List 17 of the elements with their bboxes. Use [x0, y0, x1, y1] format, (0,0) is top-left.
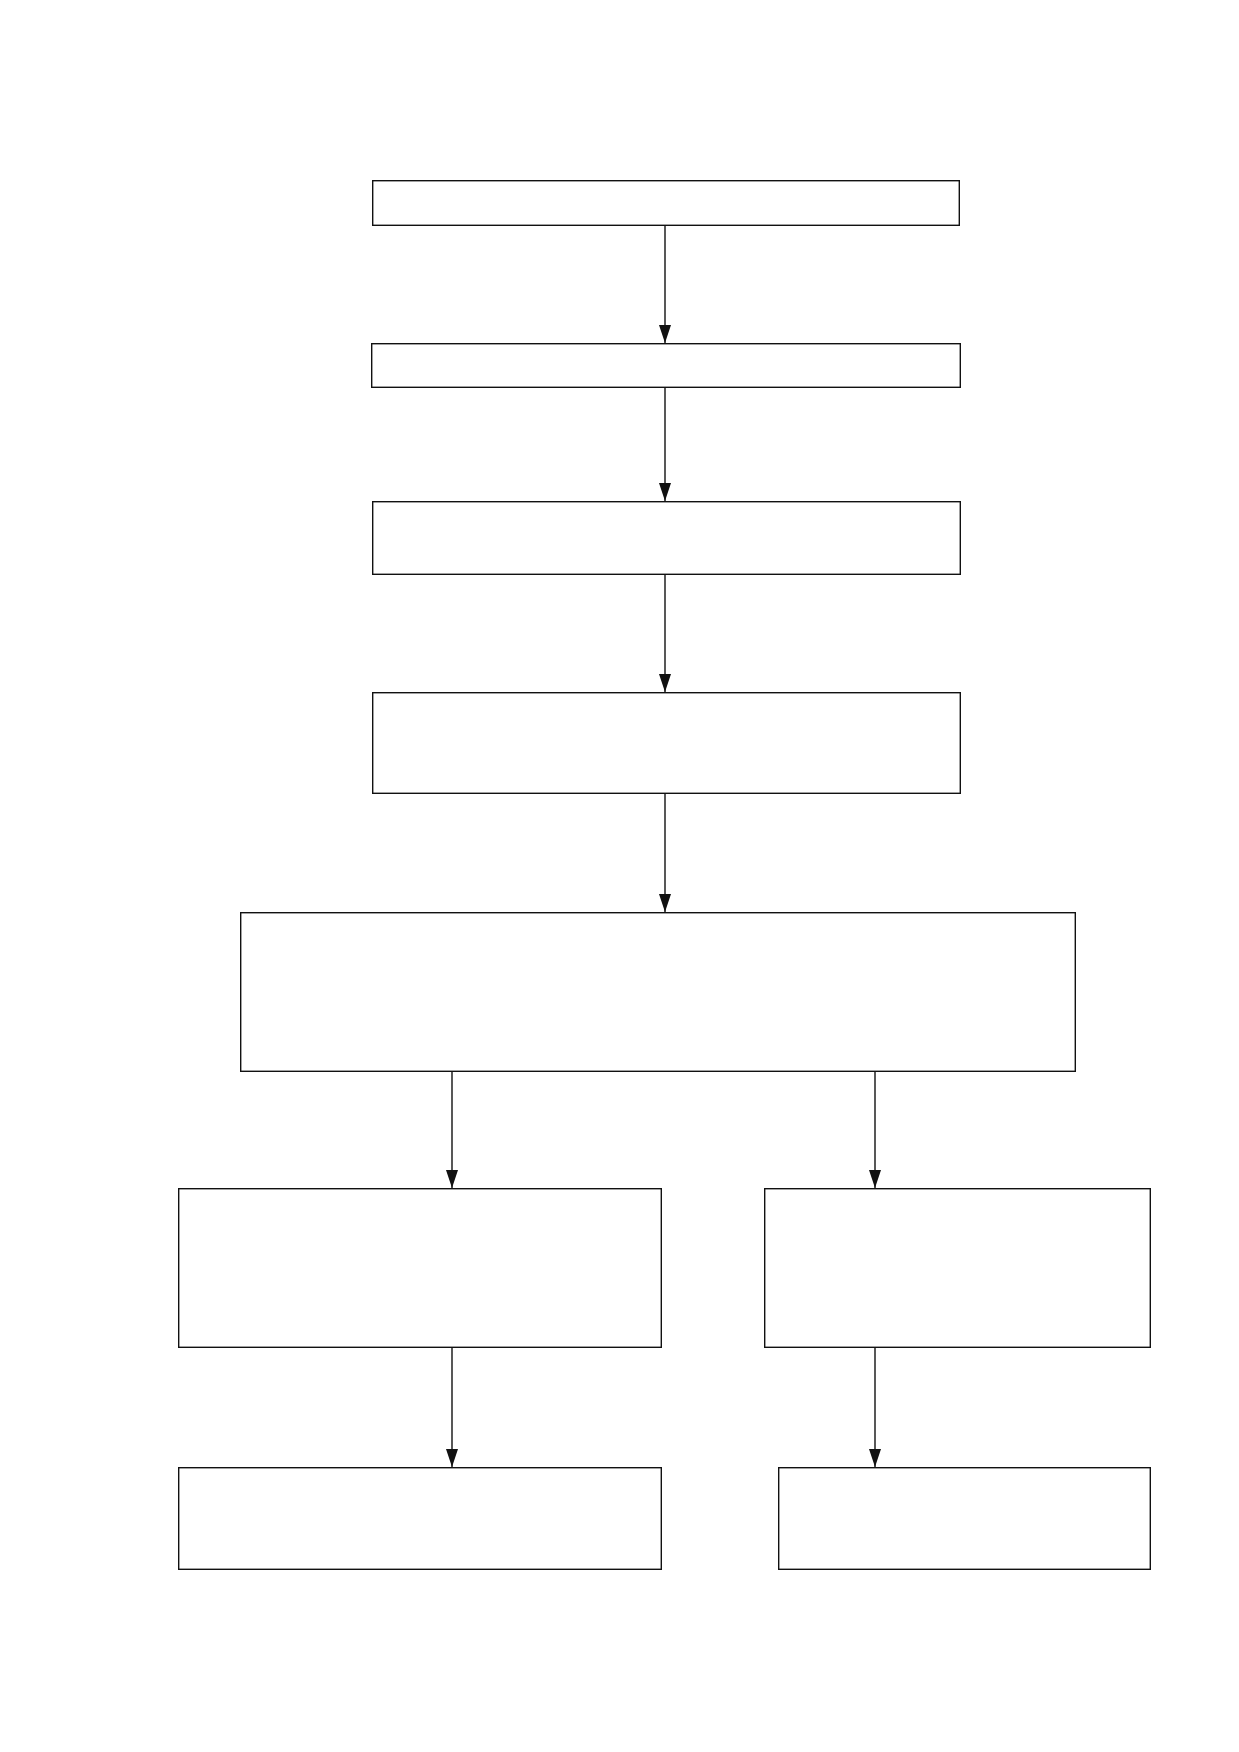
arrow [659, 225, 671, 344]
process-box [178, 1467, 662, 1570]
arrow [659, 387, 671, 502]
arrow [659, 793, 671, 913]
process-box [240, 912, 1076, 1072]
process-box [371, 343, 961, 388]
arrow [659, 574, 671, 693]
process-box [372, 501, 961, 575]
process-box [372, 180, 960, 226]
arrow [446, 1347, 458, 1468]
process-box [372, 692, 961, 794]
process-box [778, 1467, 1151, 1570]
process-box [764, 1188, 1151, 1348]
arrow [869, 1071, 881, 1189]
process-box [178, 1188, 662, 1348]
arrow [869, 1347, 881, 1468]
arrow [446, 1071, 458, 1189]
